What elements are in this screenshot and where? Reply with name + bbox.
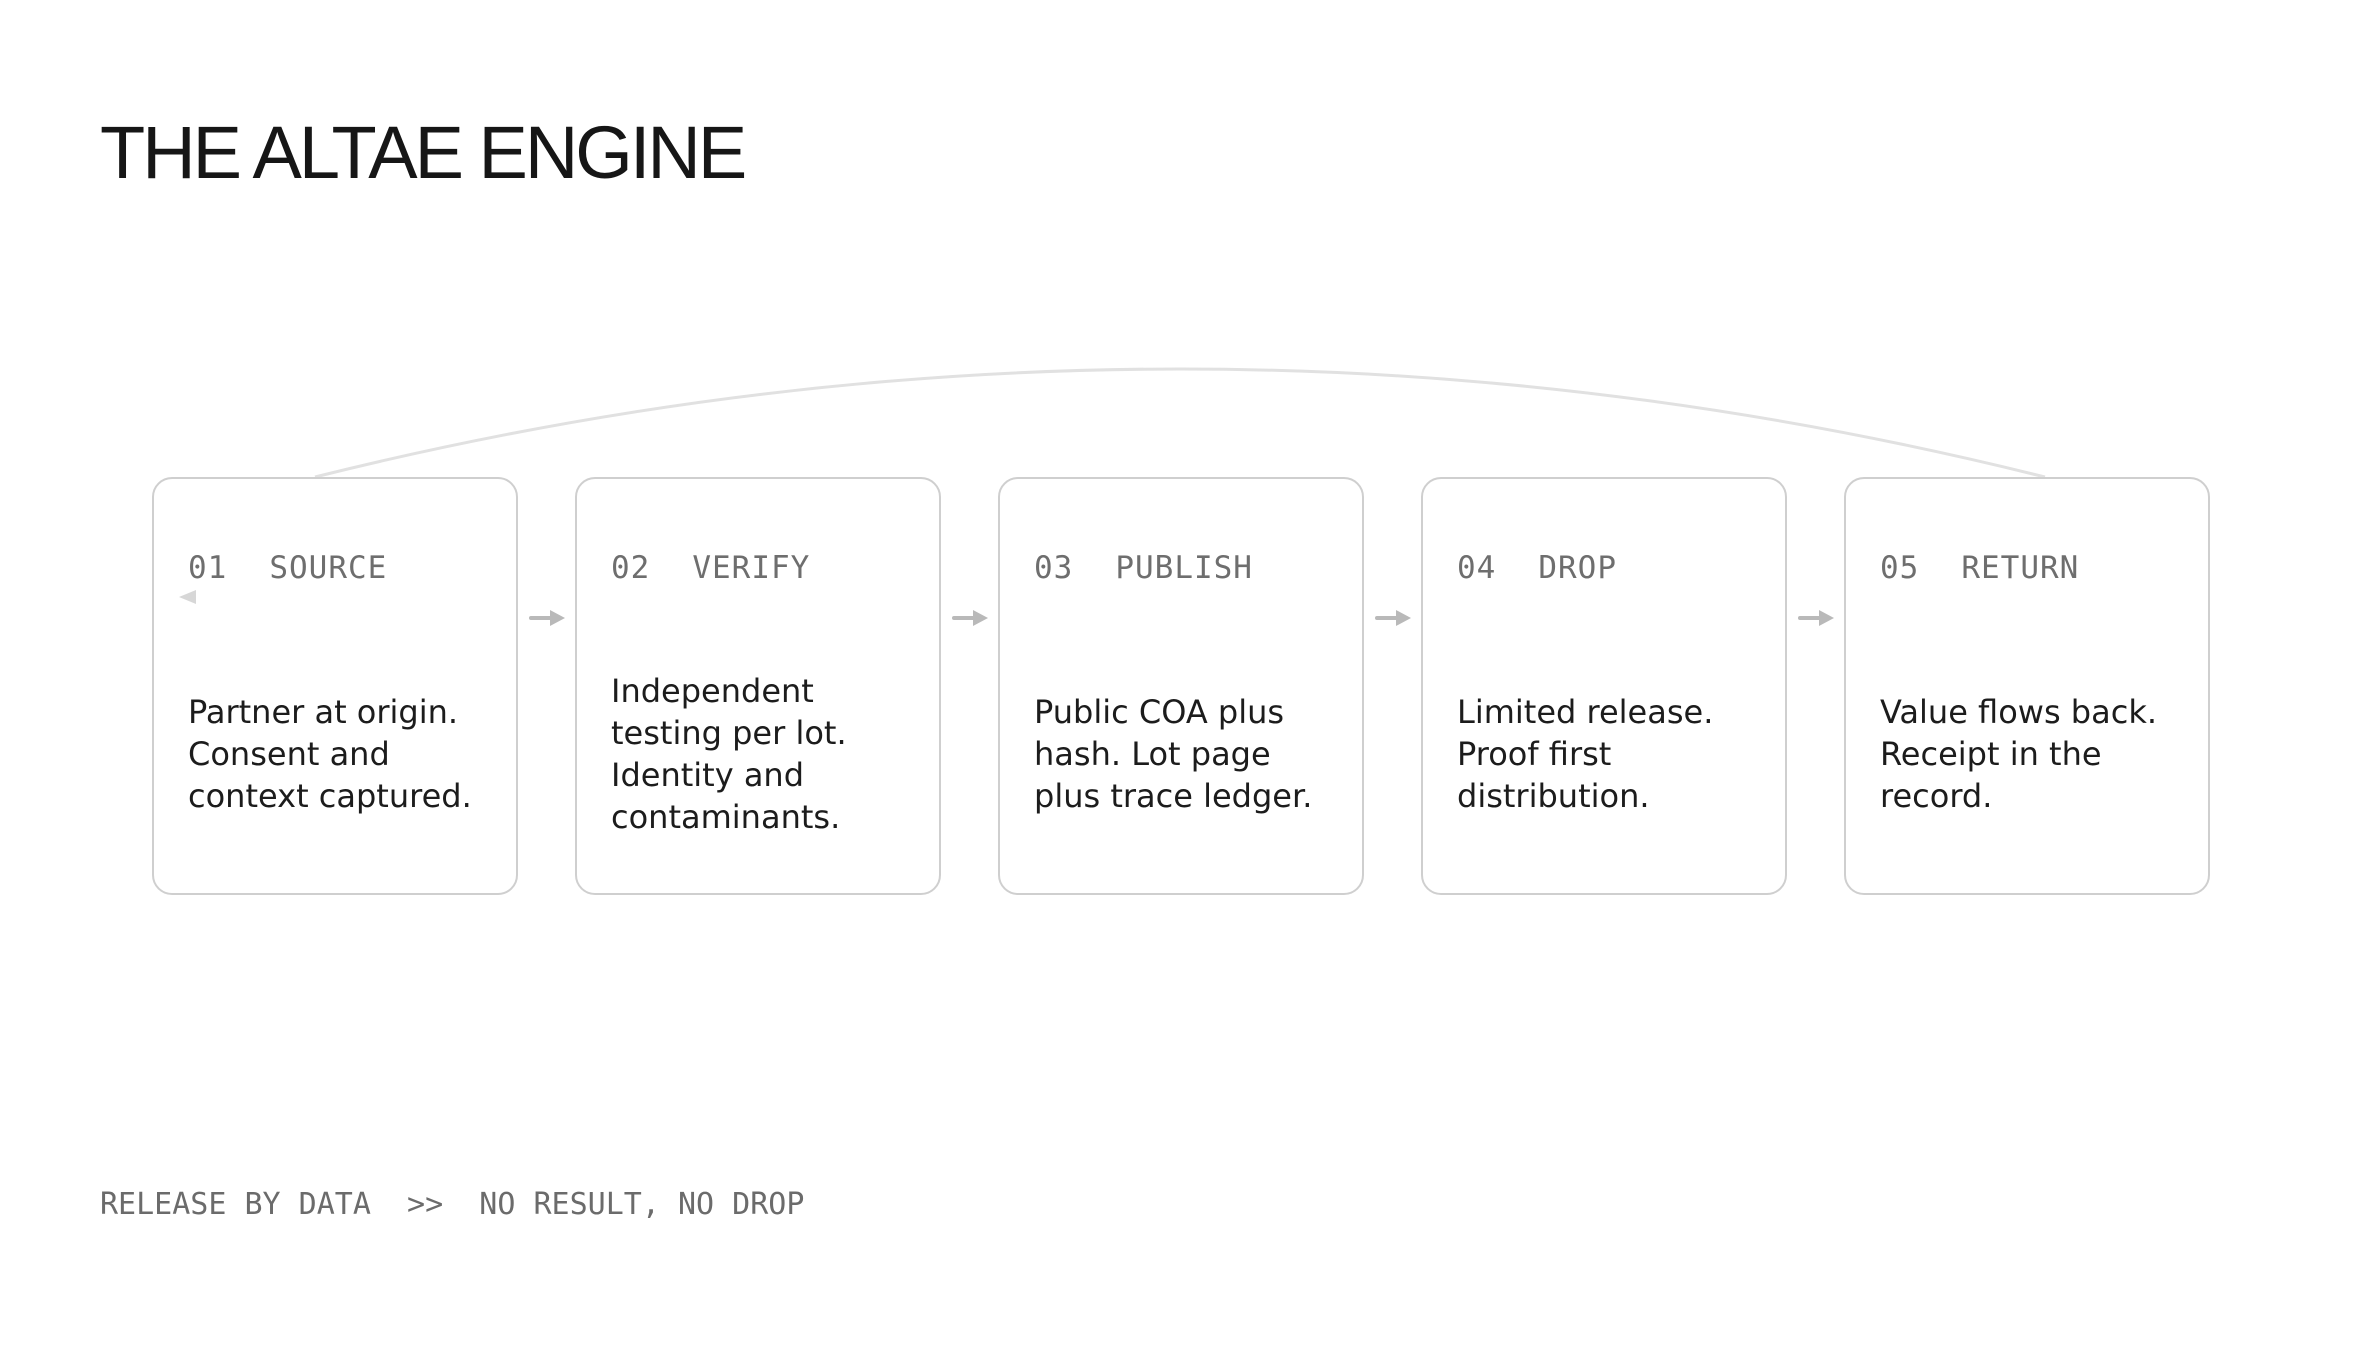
step-description-line: Public COA plus — [1034, 693, 1285, 731]
step-card: 01 SOURCE Partner at origin. Consent and c… — [152, 477, 518, 895]
step-card: 05 RETURN Value flows back. Receipt in th… — [1844, 477, 2210, 895]
return-arrowhead-icon — [179, 590, 196, 604]
arrow-shaft — [1375, 616, 1399, 620]
step-description-line: record. — [1880, 777, 1993, 815]
arrow-right-icon — [1375, 610, 1411, 626]
arrow-shaft — [529, 616, 553, 620]
step-description-line: hash. Lot page — [1034, 735, 1271, 773]
step-number: 05 — [1880, 550, 1920, 586]
arrow-right-icon — [952, 610, 988, 626]
step-description-line: Receipt in the — [1880, 735, 2102, 773]
step-label: PUBLISH — [1115, 550, 1253, 586]
step-description: Public COA plus hash. Lot page plus trace … — [1034, 691, 1336, 817]
step-description-line: Limited release. — [1457, 693, 1714, 731]
arrow-head — [1819, 610, 1834, 626]
process-flow: 01 SOURCE Partner at origin. Consent and c… — [152, 477, 2210, 895]
arrow-shaft — [1798, 616, 1822, 620]
step-number: 04 — [1457, 550, 1497, 586]
arrow-head — [550, 610, 565, 626]
arrow-head — [1396, 610, 1411, 626]
step-card: 02 VERIFY Independent testing per lot. Ide… — [575, 477, 941, 895]
step-description-line: distribution. — [1457, 777, 1650, 815]
step-description-line: Independent — [611, 672, 814, 710]
step-label: RETURN — [1961, 550, 2080, 586]
step-description-line: contaminants. — [611, 798, 841, 836]
step-description-line: testing per lot. — [611, 714, 847, 752]
step-description-line: context captured. — [188, 777, 472, 815]
step-description-line: plus trace ledger. — [1034, 777, 1313, 815]
step-label: DROP — [1538, 550, 1617, 586]
step-label: VERIFY — [692, 550, 811, 586]
step-header: 02 VERIFY — [611, 553, 810, 584]
step-header: 04 DROP — [1457, 553, 1617, 584]
step-header: 03 PUBLISH — [1034, 553, 1253, 584]
step-description-line: Value flows back. — [1880, 693, 2158, 731]
step-label: SOURCE — [269, 550, 388, 586]
step-number: 01 — [188, 550, 228, 586]
arrow-head — [973, 610, 988, 626]
step-header: 05 RETURN — [1880, 553, 2079, 584]
step-number: 03 — [1034, 550, 1074, 586]
step-description: Independent testing per lot. Identity and c… — [611, 670, 913, 838]
arrow-right-icon — [1798, 610, 1834, 626]
step-description: Limited release. Proof first distribution. — [1457, 691, 1759, 817]
step-description-line: Identity and — [611, 756, 805, 794]
step-description: Value flows back. Receipt in the record. — [1880, 691, 2182, 817]
arrow-right-icon — [529, 610, 565, 626]
page-title: THE ALTAE ENGINE — [100, 111, 747, 194]
step-card: 04 DROP Limited release. Proof first distr… — [1421, 477, 1787, 895]
step-card: 03 PUBLISH Public COA plus hash. Lot page… — [998, 477, 1364, 895]
step-description-line: Partner at origin. — [188, 693, 459, 731]
arrow-shaft — [952, 616, 976, 620]
step-description-line: Proof first — [1457, 735, 1612, 773]
step-header: 01 SOURCE — [188, 553, 387, 584]
footer-tagline: RELEASE BY DATA >> NO RESULT, NO DROP — [100, 1187, 805, 1222]
step-description-line: Consent and — [188, 735, 390, 773]
step-number: 02 — [611, 550, 651, 586]
step-description: Partner at origin. Consent and context cap… — [188, 691, 490, 817]
